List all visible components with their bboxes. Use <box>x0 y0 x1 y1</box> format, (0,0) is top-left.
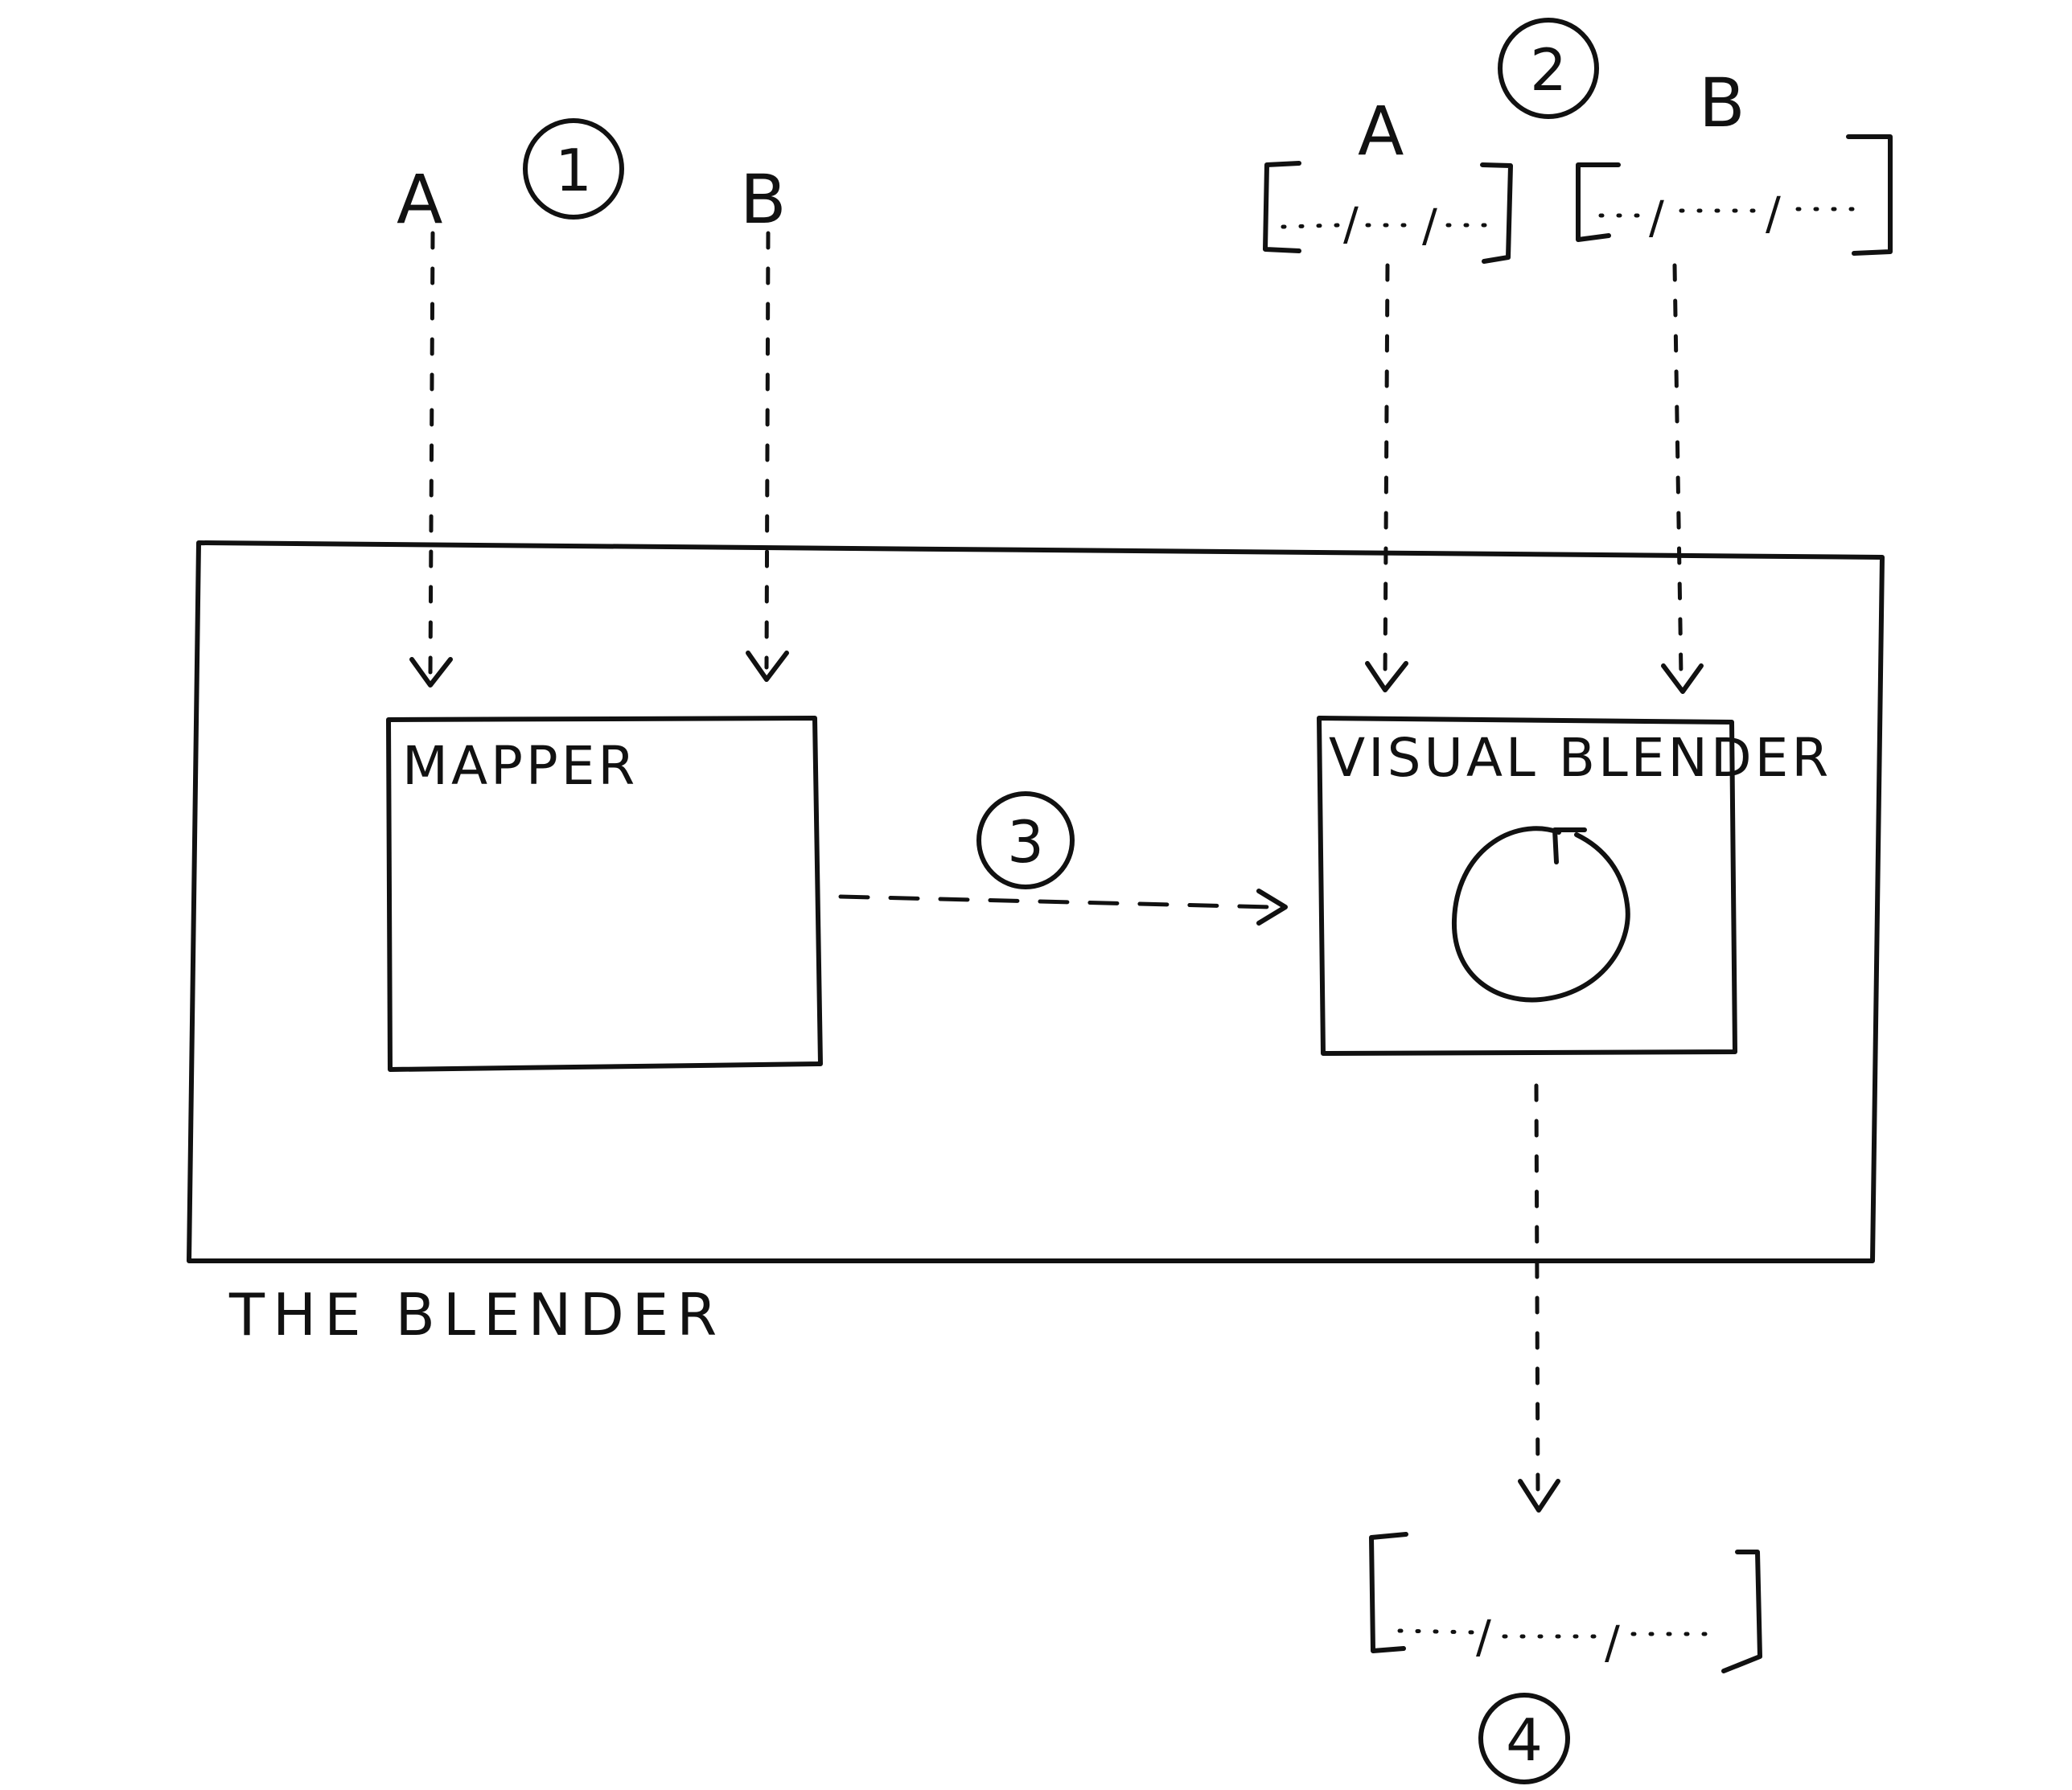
arrow-visual-blender-to-output <box>1534 1083 1540 1498</box>
arrow-a-to-mapper <box>428 231 435 678</box>
step-1-marker <box>523 118 624 220</box>
step-3-number: 3 <box>1007 808 1044 876</box>
visual-blender-label: VISUAL BLENDER <box>1329 727 1832 789</box>
list-a-bracket: / / <box>1263 161 1513 264</box>
input-b-label-2: B <box>1699 64 1745 142</box>
step-4-number: 4 <box>1506 1706 1543 1774</box>
input-a-label-1: A <box>397 160 442 239</box>
mapper-box <box>386 716 823 1072</box>
step-4-marker <box>1478 1693 1570 1784</box>
output-comma-1: / <box>1476 1611 1491 1664</box>
arrow-mapper-to-visual-blender <box>838 894 1273 909</box>
list-b-comma-2: / <box>1766 188 1781 240</box>
arrow-list-a-to-visual-blender <box>1383 263 1390 682</box>
list-b-comma-1: / <box>1649 192 1664 244</box>
list-a-comma-2: / <box>1422 200 1437 252</box>
arrow-list-b-to-visual-blender <box>1672 263 1684 678</box>
mapper-label: MAPPER <box>402 735 638 797</box>
list-a-comma-1: / <box>1343 199 1359 251</box>
arrowhead-mapper-to-visual-blender <box>1256 889 1288 926</box>
arrowhead-a-to-mapper <box>409 657 453 688</box>
arrow-b-to-mapper <box>764 231 771 670</box>
step-2-marker <box>1498 18 1599 119</box>
step-1-number: 1 <box>555 137 592 204</box>
arrowhead-list-b <box>1661 663 1704 694</box>
blend-cycle-icon <box>1451 826 1630 1003</box>
output-list-bracket: / / <box>1369 1532 1762 1673</box>
arrowhead-to-output <box>1518 1479 1560 1513</box>
arrowhead-list-a <box>1365 661 1408 692</box>
input-a-label-2: A <box>1358 92 1404 170</box>
list-b-bracket: / / <box>1576 134 1893 256</box>
step-3-marker <box>976 791 1075 889</box>
blender-caption: THE BLENDER <box>228 1281 725 1349</box>
arrowhead-b-to-mapper <box>746 651 789 682</box>
visual-blender-box <box>1317 716 1737 1056</box>
output-comma-2: / <box>1605 1617 1620 1669</box>
input-b-label-1: B <box>740 160 787 239</box>
blender-container <box>187 540 1885 1263</box>
step-2-number: 2 <box>1530 36 1567 104</box>
